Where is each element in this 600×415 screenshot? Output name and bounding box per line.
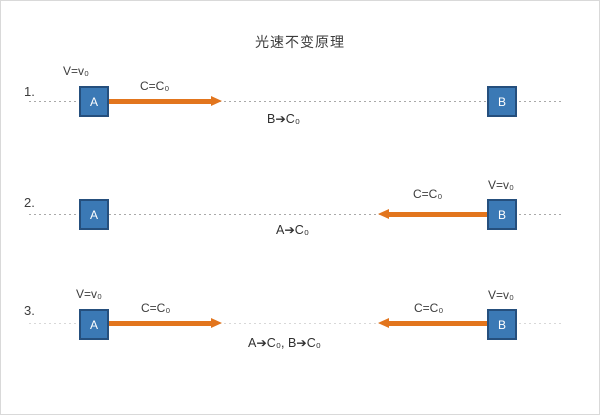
observer-box-b: B bbox=[487, 86, 517, 117]
velocity-label-b: V=v₀ bbox=[488, 178, 514, 192]
velocity-label-b: V=v₀ bbox=[488, 288, 514, 302]
box-a-letter: A bbox=[89, 317, 98, 332]
light-arrow-left bbox=[389, 212, 487, 217]
box-b-letter: B bbox=[497, 207, 506, 222]
diagram-title: 光速不变原理 bbox=[255, 34, 345, 50]
light-arrow-left bbox=[389, 321, 487, 326]
observer-box-a: A bbox=[79, 199, 109, 230]
velocity-label-a: V=v₀ bbox=[76, 287, 102, 301]
observed-speed-label: A➔C₀, B➔C₀ bbox=[248, 336, 321, 350]
box-a-letter: A bbox=[89, 207, 98, 222]
light-arrow-right bbox=[109, 321, 211, 326]
observer-box-a: A bbox=[79, 86, 109, 117]
scenario-2-number: 2. bbox=[24, 195, 35, 210]
observer-box-b: B bbox=[487, 199, 517, 230]
light-speed-label: C=C₀ bbox=[140, 79, 170, 93]
observer-box-a: A bbox=[79, 309, 109, 340]
box-a-letter: A bbox=[89, 94, 98, 109]
scenario-1-number: 1. bbox=[24, 84, 35, 99]
worldline-dashed-line bbox=[29, 214, 561, 215]
velocity-label-a: V=v₀ bbox=[63, 64, 89, 78]
light-speed-label: C=C₀ bbox=[413, 187, 443, 201]
arrowhead-left-icon bbox=[378, 318, 389, 328]
observed-speed-label: B➔C₀ bbox=[267, 112, 301, 126]
worldline-dashed-line bbox=[29, 323, 561, 324]
box-b-letter: B bbox=[497, 94, 506, 109]
observer-box-b: B bbox=[487, 309, 517, 340]
scenario-3-number: 3. bbox=[24, 303, 35, 318]
light-speed-label-right: C=C₀ bbox=[414, 301, 444, 315]
arrowhead-right-icon bbox=[211, 318, 222, 328]
worldline-dashed-line bbox=[29, 101, 561, 102]
arrowhead-left-icon bbox=[378, 209, 389, 219]
light-arrow-right bbox=[109, 99, 211, 104]
box-b-letter: B bbox=[497, 317, 506, 332]
light-speed-label-left: C=C₀ bbox=[141, 301, 171, 315]
arrowhead-right-icon bbox=[211, 96, 222, 106]
observed-speed-label: A➔C₀ bbox=[276, 223, 310, 237]
